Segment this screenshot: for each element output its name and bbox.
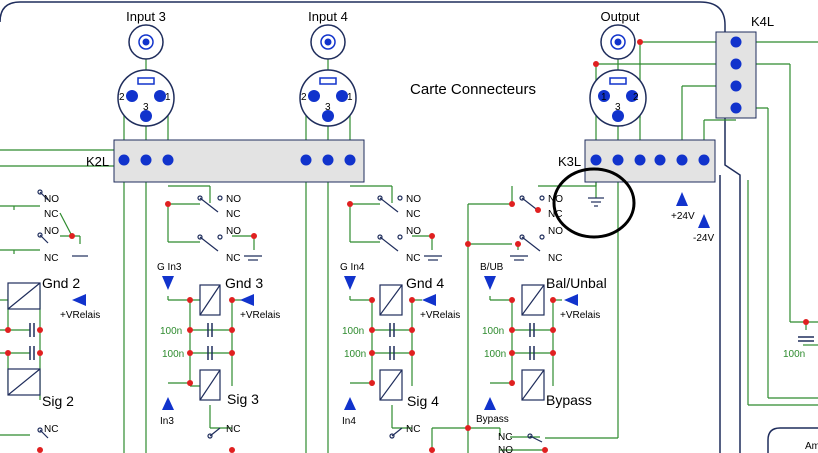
contact-labels: NO NC NO NC NO NC NO NC NO NC NO NC NO N… xyxy=(44,194,563,453)
svg-text:1: 1 xyxy=(165,92,171,103)
svg-text:1: 1 xyxy=(601,92,607,103)
svg-text:NC: NC xyxy=(406,209,420,220)
relay-sig4-label: Sig 4 xyxy=(407,393,439,409)
highlight-circle xyxy=(552,167,636,239)
input4-jack xyxy=(310,24,346,60)
svg-text:3: 3 xyxy=(325,102,331,113)
svg-text:2: 2 xyxy=(301,92,307,103)
relay-coils xyxy=(7,282,545,401)
svg-text:2: 2 xyxy=(119,92,125,103)
relay-balunbal-label: Bal/Unbal xyxy=(546,275,607,291)
svg-text:NC: NC xyxy=(406,253,420,264)
svg-text:+VRelais: +VRelais xyxy=(420,310,460,321)
svg-text:NC: NC xyxy=(548,209,562,220)
svg-text:100n: 100n xyxy=(342,326,364,337)
cutoff-label: Am xyxy=(805,441,818,452)
svg-text:NO: NO xyxy=(548,194,563,205)
supply-labels: +VRelais +VRelais +VRelais +VRelais +24V… xyxy=(60,211,714,321)
connector-pins xyxy=(118,36,742,166)
input3-jack xyxy=(128,24,164,60)
svg-text:In4: In4 xyxy=(342,416,356,427)
svg-text:-24V: -24V xyxy=(693,233,714,244)
board-title: Carte Connecteurs xyxy=(410,81,536,98)
svg-text:NC: NC xyxy=(226,209,240,220)
signal-arrows xyxy=(72,192,710,410)
svg-text:NC: NC xyxy=(548,253,562,264)
svg-text:100n: 100n xyxy=(484,349,506,360)
svg-text:NC: NC xyxy=(226,253,240,264)
k4l-label: K4L xyxy=(751,14,774,29)
svg-text:100n: 100n xyxy=(482,326,504,337)
input4-label: Input 4 xyxy=(308,9,348,24)
svg-text:NC: NC xyxy=(44,209,58,220)
k3l-label: K3L xyxy=(558,154,581,169)
connector-bar-right xyxy=(584,139,716,183)
capacitors xyxy=(29,323,814,360)
svg-text:B/UB: B/UB xyxy=(480,262,504,273)
svg-text:+VRelais: +VRelais xyxy=(560,310,600,321)
input3-label: Input 3 xyxy=(126,9,166,24)
svg-text:NO: NO xyxy=(226,226,241,237)
svg-text:NO: NO xyxy=(44,226,59,237)
relay-sig3-label: Sig 3 xyxy=(227,391,259,407)
svg-text:NC: NC xyxy=(226,424,240,435)
svg-text:3: 3 xyxy=(615,102,621,113)
k2l-label: K2L xyxy=(86,154,109,169)
output-jack xyxy=(600,24,636,60)
svg-text:G In4: G In4 xyxy=(340,262,365,273)
svg-text:100n: 100n xyxy=(160,326,182,337)
svg-text:NC: NC xyxy=(44,424,58,435)
svg-text:+VRelais: +VRelais xyxy=(60,310,100,321)
svg-text:G In3: G In3 xyxy=(157,262,182,273)
ground-symbols xyxy=(72,197,604,261)
svg-text:NO: NO xyxy=(406,226,421,237)
svg-text:In3: In3 xyxy=(160,416,174,427)
svg-text:100n: 100n xyxy=(783,349,805,360)
relay-bypass-label: Bypass xyxy=(546,392,592,408)
relay-sig2-label: Sig 2 xyxy=(42,393,74,409)
relay-gnd2-label: Gnd 2 xyxy=(42,275,80,291)
svg-text:1: 1 xyxy=(347,92,353,103)
svg-text:NC: NC xyxy=(498,432,512,443)
svg-text:Bypass: Bypass xyxy=(476,414,509,425)
svg-text:+VRelais: +VRelais xyxy=(240,310,280,321)
relay-contacts xyxy=(37,189,545,443)
xlr-pin-numbers: 2 1 3 2 1 3 1 2 3 xyxy=(119,92,639,113)
svg-text:NO: NO xyxy=(226,194,241,205)
connector-bar xyxy=(113,139,365,183)
svg-text:NO: NO xyxy=(548,226,563,237)
svg-text:100n: 100n xyxy=(344,349,366,360)
junction-dots xyxy=(5,39,809,453)
svg-text:100n: 100n xyxy=(162,349,184,360)
svg-text:NC: NC xyxy=(44,253,58,264)
svg-text:2: 2 xyxy=(633,92,639,103)
relay-gnd3-label: Gnd 3 xyxy=(225,275,263,291)
svg-text:3: 3 xyxy=(143,102,149,113)
svg-text:NC: NC xyxy=(406,424,420,435)
svg-text:NO: NO xyxy=(406,194,421,205)
capacitor-labels: 100n 100n 100n 100n 100n 100n 100n xyxy=(160,326,805,360)
control-input-labels: G In3 G In4 B/UB In3 In4 Bypass xyxy=(157,262,509,427)
svg-text:+24V: +24V xyxy=(671,211,695,222)
relay-gnd4-label: Gnd 4 xyxy=(406,275,444,291)
output-label: Output xyxy=(600,9,639,24)
svg-text:NO: NO xyxy=(44,194,59,205)
svg-text:NO: NO xyxy=(498,445,513,453)
